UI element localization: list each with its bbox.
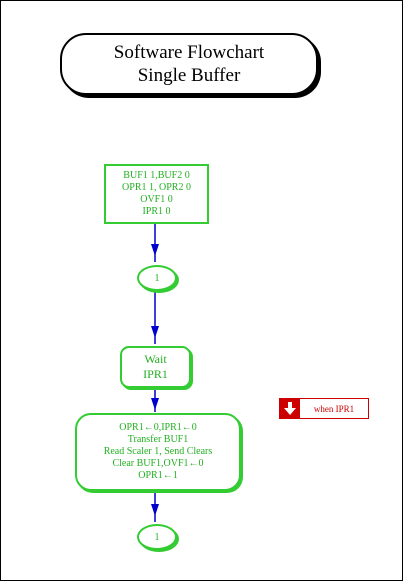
initialization-box: BUF1 1,BUF2 0 OPR1 1, OPR2 0 OVF1 0 IPR1… bbox=[104, 164, 209, 224]
flowchart-title-box: Software Flowchart Single Buffer bbox=[60, 33, 318, 95]
wait-line-2: IPR1 bbox=[143, 367, 168, 381]
down-arrow-icon bbox=[280, 399, 300, 418]
arrowhead-4 bbox=[151, 504, 159, 516]
title-line-1: Software Flowchart bbox=[113, 42, 265, 63]
event-label-when-ipr1: when IPR1 bbox=[279, 398, 369, 419]
connector-bottom-label: 1 bbox=[154, 531, 160, 543]
action-line-1: OPR1←0,IPR1←0 bbox=[119, 422, 197, 433]
event-label-text: when IPR1 bbox=[313, 403, 355, 414]
connector-top: 1 bbox=[137, 265, 177, 291]
action-line-3: Read Scaler 1, Send Clears bbox=[103, 446, 213, 457]
wait-line-1: Wait bbox=[144, 352, 167, 366]
init-line-3: OVF1 0 bbox=[140, 194, 173, 205]
connector-top-label: 1 bbox=[154, 272, 160, 284]
connector-bottom: 1 bbox=[137, 524, 177, 550]
action-line-5: OPR1←1 bbox=[138, 470, 178, 481]
transfer-action-box: OPR1←0,IPR1←0 Transfer BUF1 Read Scaler … bbox=[75, 413, 241, 491]
init-line-2: OPR1 1, OPR2 0 bbox=[122, 182, 191, 193]
arrowhead-2 bbox=[151, 326, 159, 338]
action-line-2: Transfer BUF1 bbox=[127, 434, 189, 445]
init-line-4: IPR1 0 bbox=[142, 206, 171, 217]
init-line-1: BUF1 1,BUF2 0 bbox=[123, 170, 190, 181]
action-line-4: Clear BUF1,OVF1←0 bbox=[112, 458, 204, 469]
arrowhead-1 bbox=[151, 244, 159, 256]
arrowhead-3 bbox=[151, 398, 159, 410]
title-line-2: Single Buffer bbox=[137, 65, 241, 86]
wait-box: Wait IPR1 bbox=[120, 346, 191, 388]
